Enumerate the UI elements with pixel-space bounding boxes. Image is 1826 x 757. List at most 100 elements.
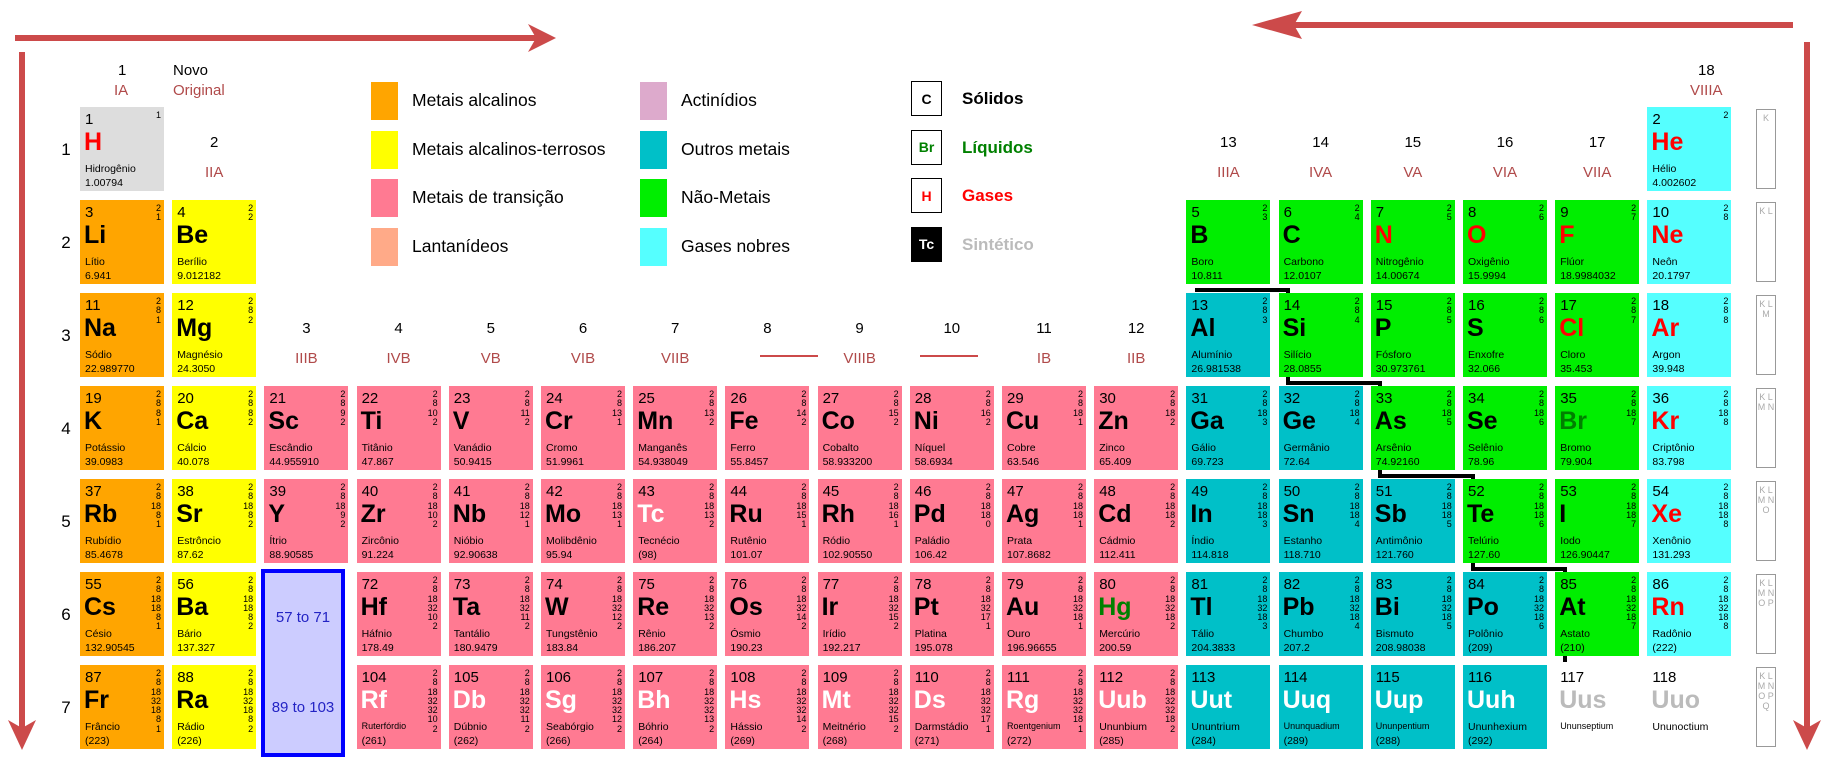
atomic-weight: 9.012182 bbox=[177, 270, 221, 282]
shell-count: 2 bbox=[248, 575, 254, 585]
lanthanide-link[interactable]: 57 to 71 bbox=[261, 569, 345, 662]
atomic-number: 52 bbox=[1468, 483, 1485, 500]
element-symbol: In bbox=[1190, 500, 1213, 528]
shell-count: 3 bbox=[1262, 416, 1268, 427]
actinide-link[interactable]: 89 to 103 bbox=[261, 662, 345, 757]
shell-count: 8 bbox=[985, 584, 991, 595]
atomic-weight: 132.90545 bbox=[85, 642, 135, 654]
shell-count: 8 bbox=[1262, 305, 1268, 316]
